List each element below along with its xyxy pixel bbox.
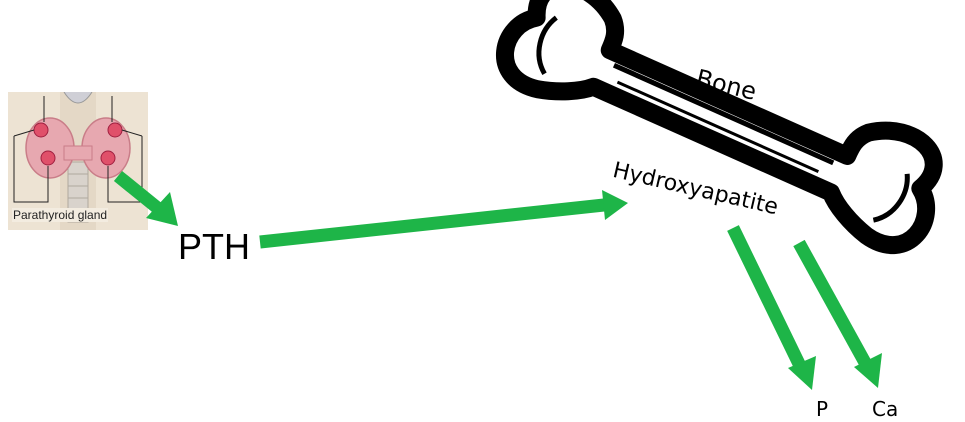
- arrow-gland-to-pth: [118, 176, 178, 226]
- calcium-label: Ca: [872, 397, 898, 421]
- arrow-pth-to-hydroxyapatite: [260, 190, 628, 242]
- phosphate-label: P: [816, 397, 828, 421]
- pth-label: PTH: [178, 226, 250, 268]
